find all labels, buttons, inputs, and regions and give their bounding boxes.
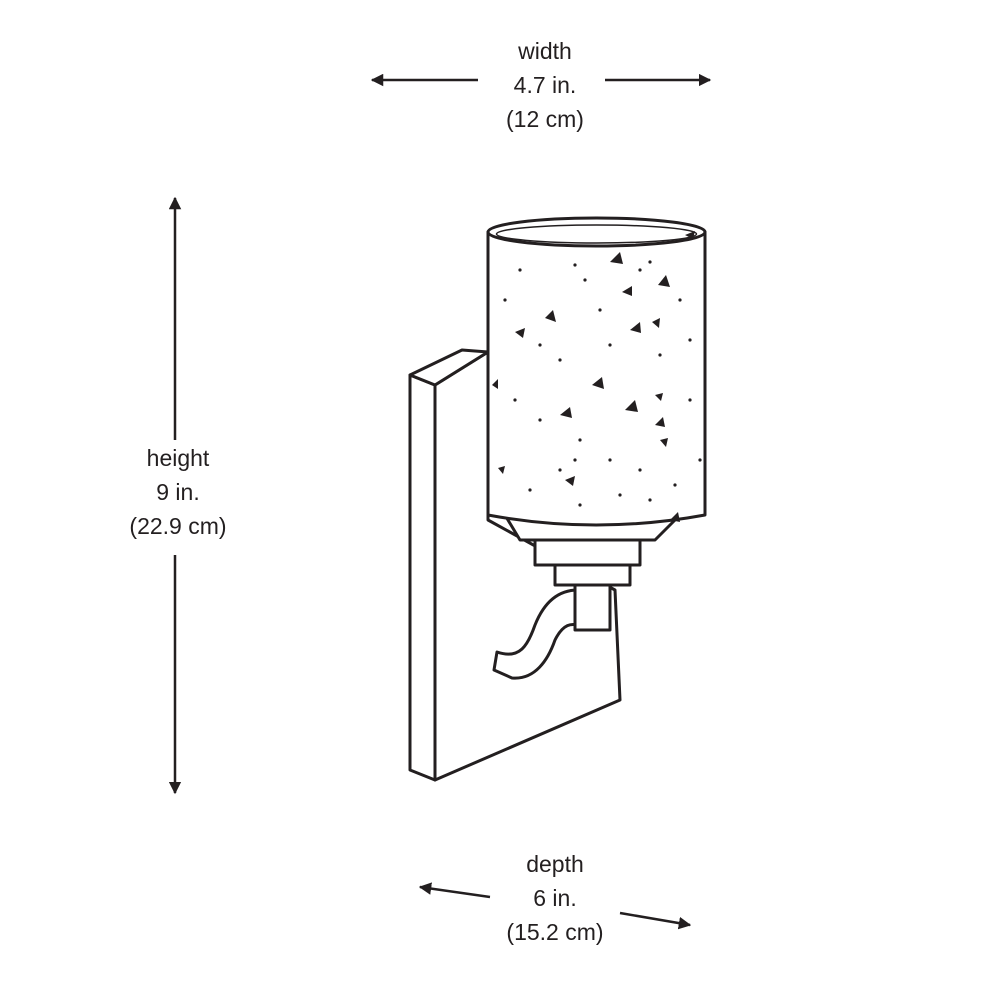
- depth-dimension: depth 6 in. (15.2 cm): [455, 847, 655, 949]
- width-label: width: [518, 38, 572, 64]
- height-label: height: [146, 445, 210, 471]
- shade-pattern: [492, 231, 702, 522]
- backplate-front: [408, 373, 437, 782]
- height-dimension: height 9 in. (22.9 cm): [78, 441, 278, 543]
- width-metric: (12 cm): [506, 106, 584, 132]
- depth-arrow-left: [418, 882, 491, 899]
- height-imperial: 9 in.: [156, 479, 200, 505]
- height-metric: (22.9 cm): [129, 513, 227, 539]
- socket-cup: [553, 563, 632, 587]
- shade-body: [486, 230, 707, 527]
- wall-sconce-drawing: [408, 216, 707, 782]
- width-imperial: 4.7 in.: [513, 72, 577, 98]
- depth-metric: (15.2 cm): [506, 919, 604, 945]
- depth-arrow-right: [619, 911, 692, 930]
- depth-imperial: 6 in.: [533, 885, 577, 911]
- arm: [492, 588, 580, 680]
- depth-label: depth: [526, 851, 584, 877]
- width-dimension: width 4.7 in. (12 cm): [445, 34, 645, 136]
- socket-ring: [533, 538, 642, 567]
- socket-stem: [573, 580, 612, 632]
